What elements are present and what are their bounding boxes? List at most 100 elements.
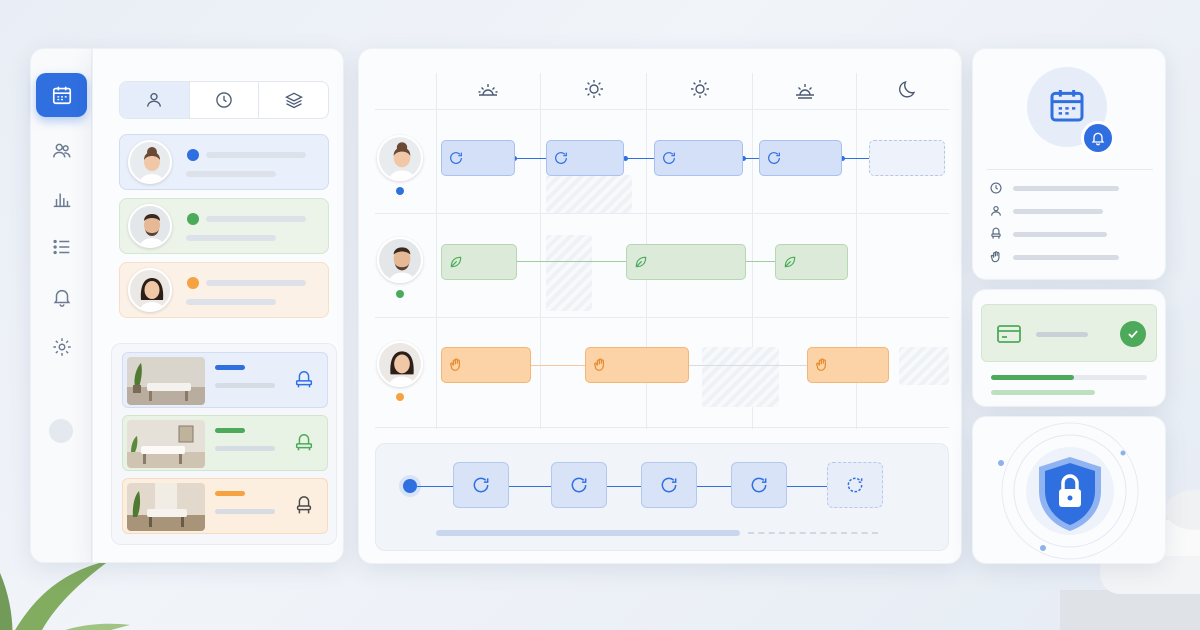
status-dot [187,213,199,225]
bell-icon [1091,132,1105,146]
appointment-block[interactable] [759,140,842,176]
flow-step[interactable] [453,462,509,508]
empty-slot[interactable] [869,140,945,176]
room-card[interactable] [122,415,328,471]
refresh-icon [751,477,767,493]
text-placeholder [206,152,306,158]
chair-icon [296,496,312,514]
text-placeholder [186,299,276,305]
connector-line [743,158,759,159]
timeline-start [403,479,417,493]
flow-step[interactable] [551,462,607,508]
credit-card-icon [997,325,1021,343]
appointment-block[interactable] [441,140,515,176]
staff-card[interactable] [119,198,329,254]
text-placeholder [1013,208,1103,214]
workflow-timeline [375,443,949,551]
refresh-icon [768,152,780,164]
appointment-block[interactable] [654,140,743,176]
appointment-block[interactable] [775,244,848,280]
info-row [989,181,1119,195]
nav-reports[interactable] [36,177,87,221]
nav-users[interactable] [36,129,87,173]
clock-icon [990,182,1002,194]
text-placeholder [1036,332,1088,337]
appointment-block[interactable] [441,347,531,383]
info-row [989,250,1119,264]
status-dot [396,187,404,195]
status-dot [396,393,404,401]
text-placeholder [215,446,275,451]
connector-line [746,261,776,262]
room-photo [127,420,205,468]
payment-card[interactable] [981,304,1157,362]
status-dot [187,277,199,289]
unavailable-slot [702,347,779,407]
refresh-icon [450,152,462,164]
grid-line [856,73,857,429]
grid-line [375,427,949,428]
connector-dot [741,156,746,161]
room-card[interactable] [122,352,328,408]
sidebar-nav [30,48,92,563]
appointment-block[interactable] [807,347,889,383]
unavailable-slot [546,235,592,311]
connector-line [697,486,731,487]
flow-step[interactable] [731,462,787,508]
tab-staff[interactable] [120,82,190,118]
room-accent-bar [215,365,245,370]
payment-progress-track [991,375,1147,380]
refresh-icon [661,477,677,493]
staff-card[interactable] [119,262,329,318]
notification-badge[interactable] [1081,121,1115,155]
unavailable-slot [899,347,949,385]
bell-icon [53,289,70,307]
refresh-icon [555,152,567,164]
nav-calendar[interactable] [36,73,87,117]
leaf-icon [635,256,647,268]
tab-layers[interactable] [259,82,328,118]
appointment-block[interactable] [546,140,624,176]
tab-schedule[interactable] [190,82,260,118]
appointment-block[interactable] [441,244,517,280]
staff-card[interactable] [119,134,329,190]
avatar-woman-bun [128,140,172,184]
grid-line [752,73,753,429]
calendar-icon [1050,90,1084,122]
connector-line [689,365,807,366]
person-icon [991,205,1001,216]
appointment-block[interactable] [585,347,689,383]
room-card[interactable] [122,478,328,534]
text-placeholder [1013,254,1119,260]
sunset-icon [796,84,814,99]
connector-line [515,158,547,159]
timeline-progress [436,530,740,536]
nav-settings[interactable] [36,325,87,369]
refresh-icon [847,477,863,493]
rooms-list [111,343,337,545]
security-panel [972,416,1166,564]
flow-step[interactable] [641,462,697,508]
flow-step-pending[interactable] [827,462,883,508]
status-dot [396,290,404,298]
connector-line [624,158,654,159]
nav-notifications[interactable] [36,275,87,319]
user-avatar-placeholder[interactable] [49,419,73,443]
schedule-panel [358,48,962,564]
text-placeholder [206,280,306,286]
refresh-icon [571,477,587,493]
plant-decoration [0,560,130,630]
connector-line [509,486,551,487]
connector-line [787,486,827,487]
layers-icon [284,92,303,109]
payment-progress-fill [991,375,1074,380]
calendar-icon [52,86,71,105]
nav-list[interactable] [36,225,87,269]
avatar-man [128,204,172,248]
grid-line [375,317,949,318]
connector-dot [623,156,628,161]
connector-line [531,365,585,366]
appointment-block[interactable] [626,244,746,280]
sunrise-icon [478,84,498,96]
text-placeholder [186,235,276,241]
